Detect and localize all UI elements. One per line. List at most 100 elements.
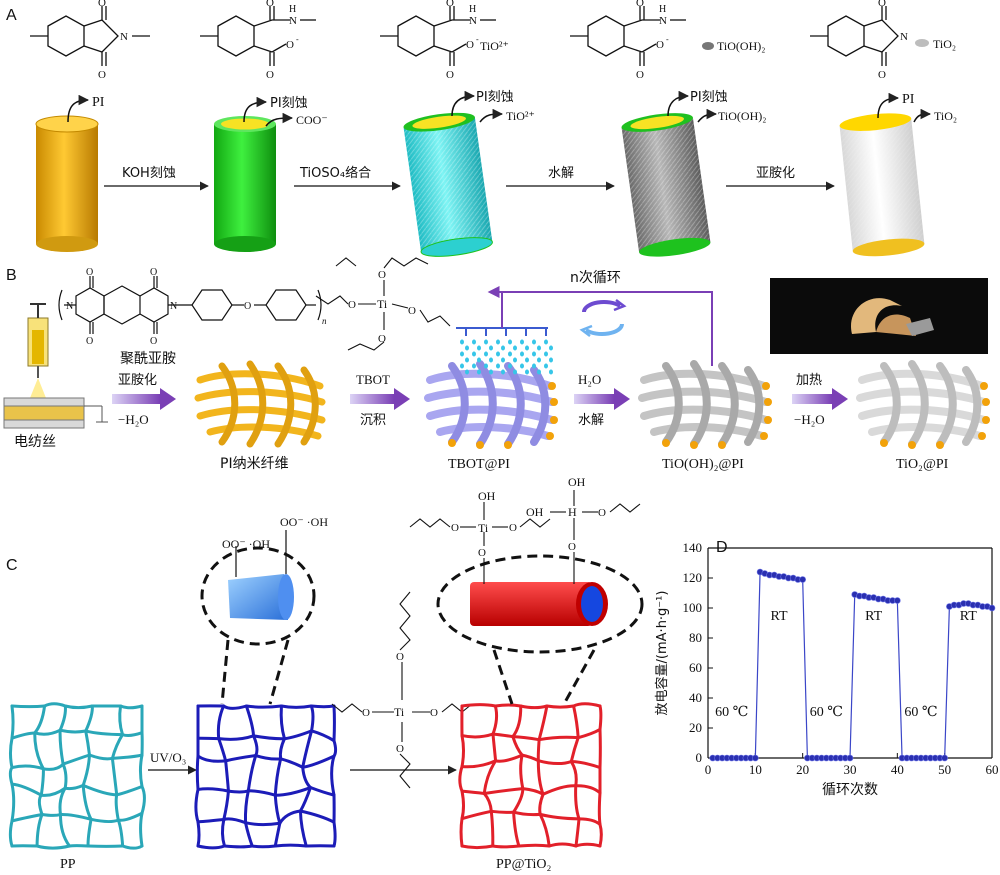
svg-text:O: O [378,333,386,345]
mesh-strand [37,793,44,816]
droplet [489,357,493,363]
pi-nanofiber-bundle [194,360,326,448]
mesh-strand [196,820,201,848]
mesh-strand [196,844,226,850]
mesh-strand [569,760,578,788]
mesh-strand [58,786,67,817]
droplet [532,339,536,345]
mesh-strand [41,762,65,771]
droplet [460,351,464,357]
mesh-strand [309,704,336,709]
mesh-strand [194,787,200,824]
pointer-arrow-1 [67,94,90,123]
mesh-strand [520,753,540,763]
zoom-line-2b [562,649,596,705]
cycle-label: n次循环 [570,270,621,286]
droplet [544,351,548,357]
svg-text:O: O [430,707,438,719]
x-axis-label: 循环次数 [822,782,878,798]
mesh-strand [574,817,581,848]
mesh-strand [33,728,62,736]
mesh-strand [574,784,581,821]
y-tick-label: 20 [689,720,702,735]
x-tick-label: 20 [796,762,809,777]
svg-text:O: O [396,651,404,663]
fiber2-label: TBOT@PI [448,457,510,472]
mesh-strand [244,704,283,709]
cylinder-pi [35,115,99,252]
pp-tio2-label: PP@TiO₂ [496,857,552,872]
droplet [508,351,512,357]
cylinder-hydrolyzed [621,113,711,257]
pp-treated-mesh [194,704,338,850]
svg-text:O: O [408,305,416,317]
mesh-strand [254,754,283,761]
mesh-strand [86,817,93,848]
droplet [484,351,488,357]
mesh-strand [460,732,495,739]
polymer-n-subscript: n [322,316,327,326]
mesh-strand [493,703,523,708]
svg-text:O: O [86,336,93,347]
pp-tio2-mesh [458,702,603,850]
mesh-strand [217,734,256,741]
mesh-strand [301,765,312,790]
mesh-strand [298,786,312,813]
mesh-strand [89,817,120,824]
svg-text:O: O [150,336,157,347]
pointer-arrow-3 [451,90,476,117]
mesh-strand [33,704,47,735]
droplet [513,345,517,351]
pointer-arrow-2 [243,96,268,123]
droplet [544,339,548,345]
rt-label: RT [960,609,977,624]
mesh-strand [511,735,541,742]
mesh-strand [58,728,88,734]
droplet [477,345,481,351]
svg-text:O: O [396,743,404,755]
struct-label-tio2plus: TiO²⁺ [480,39,509,53]
mesh-strand [84,704,94,733]
mesh-strand [222,704,248,710]
mesh-strand [491,704,499,736]
cylinder-etched [214,116,276,252]
svg-text:O: O [598,507,606,519]
svg-text:O: O [378,269,386,281]
arrow3-bottom: 水解 [578,413,604,428]
mesh-strand [10,704,47,709]
droplet [513,357,517,363]
mesh-strand [196,787,230,793]
droplet [520,339,524,345]
mesh-strand [81,783,119,797]
mesh-strand [116,818,125,848]
mesh-strand [309,704,315,733]
droplet [496,339,500,345]
droplet [549,345,553,351]
mesh-strand [226,789,250,794]
tbot-pi-bundle [424,360,558,449]
mesh-strand [279,757,305,769]
svg-text:O: O [478,547,486,559]
mesh-strand [482,759,498,795]
mesh-strand [58,728,65,766]
droplet [472,351,476,357]
mesh-strand [250,844,277,849]
cyl-3-side: TiO²⁺ [506,109,535,123]
svg-text:O: O [244,301,251,312]
mesh-strand [114,793,120,822]
svg-text:O: O [286,39,294,51]
pp-label: PP [60,857,76,872]
cylinder-final [839,113,925,257]
mesh-strand [59,813,93,821]
cyl-1-top: PI [92,95,105,110]
mesh-strand [538,812,581,821]
svg-text:-: - [666,35,669,44]
mesh-strand [81,753,91,787]
mesh-strand [273,757,283,797]
mesh-strand [460,759,498,769]
tio-oh2-dot [702,42,714,50]
mesh-strand [278,809,302,825]
svg-text:O: O [266,0,274,9]
arrow3-top: H₂O [578,372,601,387]
svg-text:-: - [296,35,299,44]
